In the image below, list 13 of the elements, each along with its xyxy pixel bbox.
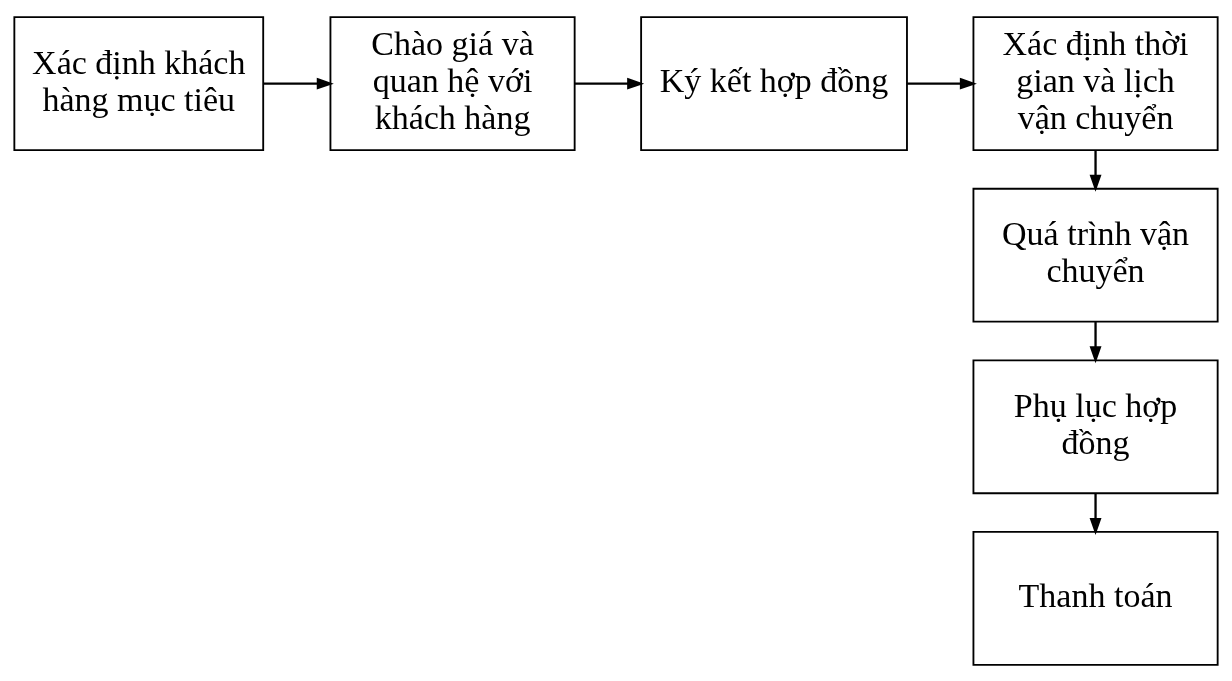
node-box: Xác định thời gian và lịch vận chuyển xyxy=(972,15,1219,151)
arrow xyxy=(1089,321,1102,363)
node-box: Quá trình vận chuyển xyxy=(972,187,1219,323)
node-box: Xác định khách hàng mục tiêu xyxy=(13,15,265,151)
node-box: Thanh toán xyxy=(972,530,1219,666)
arrow xyxy=(1089,149,1102,192)
arrow xyxy=(907,77,977,90)
node-box: Ký kết hợp đồng xyxy=(640,15,908,151)
arrow xyxy=(263,77,334,90)
arrow xyxy=(575,77,645,90)
node-box: Phụ lục hợp đồng xyxy=(972,358,1219,494)
arrow xyxy=(1089,493,1102,535)
node-box: Chào giá và quan hệ với khách hàng xyxy=(329,15,576,151)
